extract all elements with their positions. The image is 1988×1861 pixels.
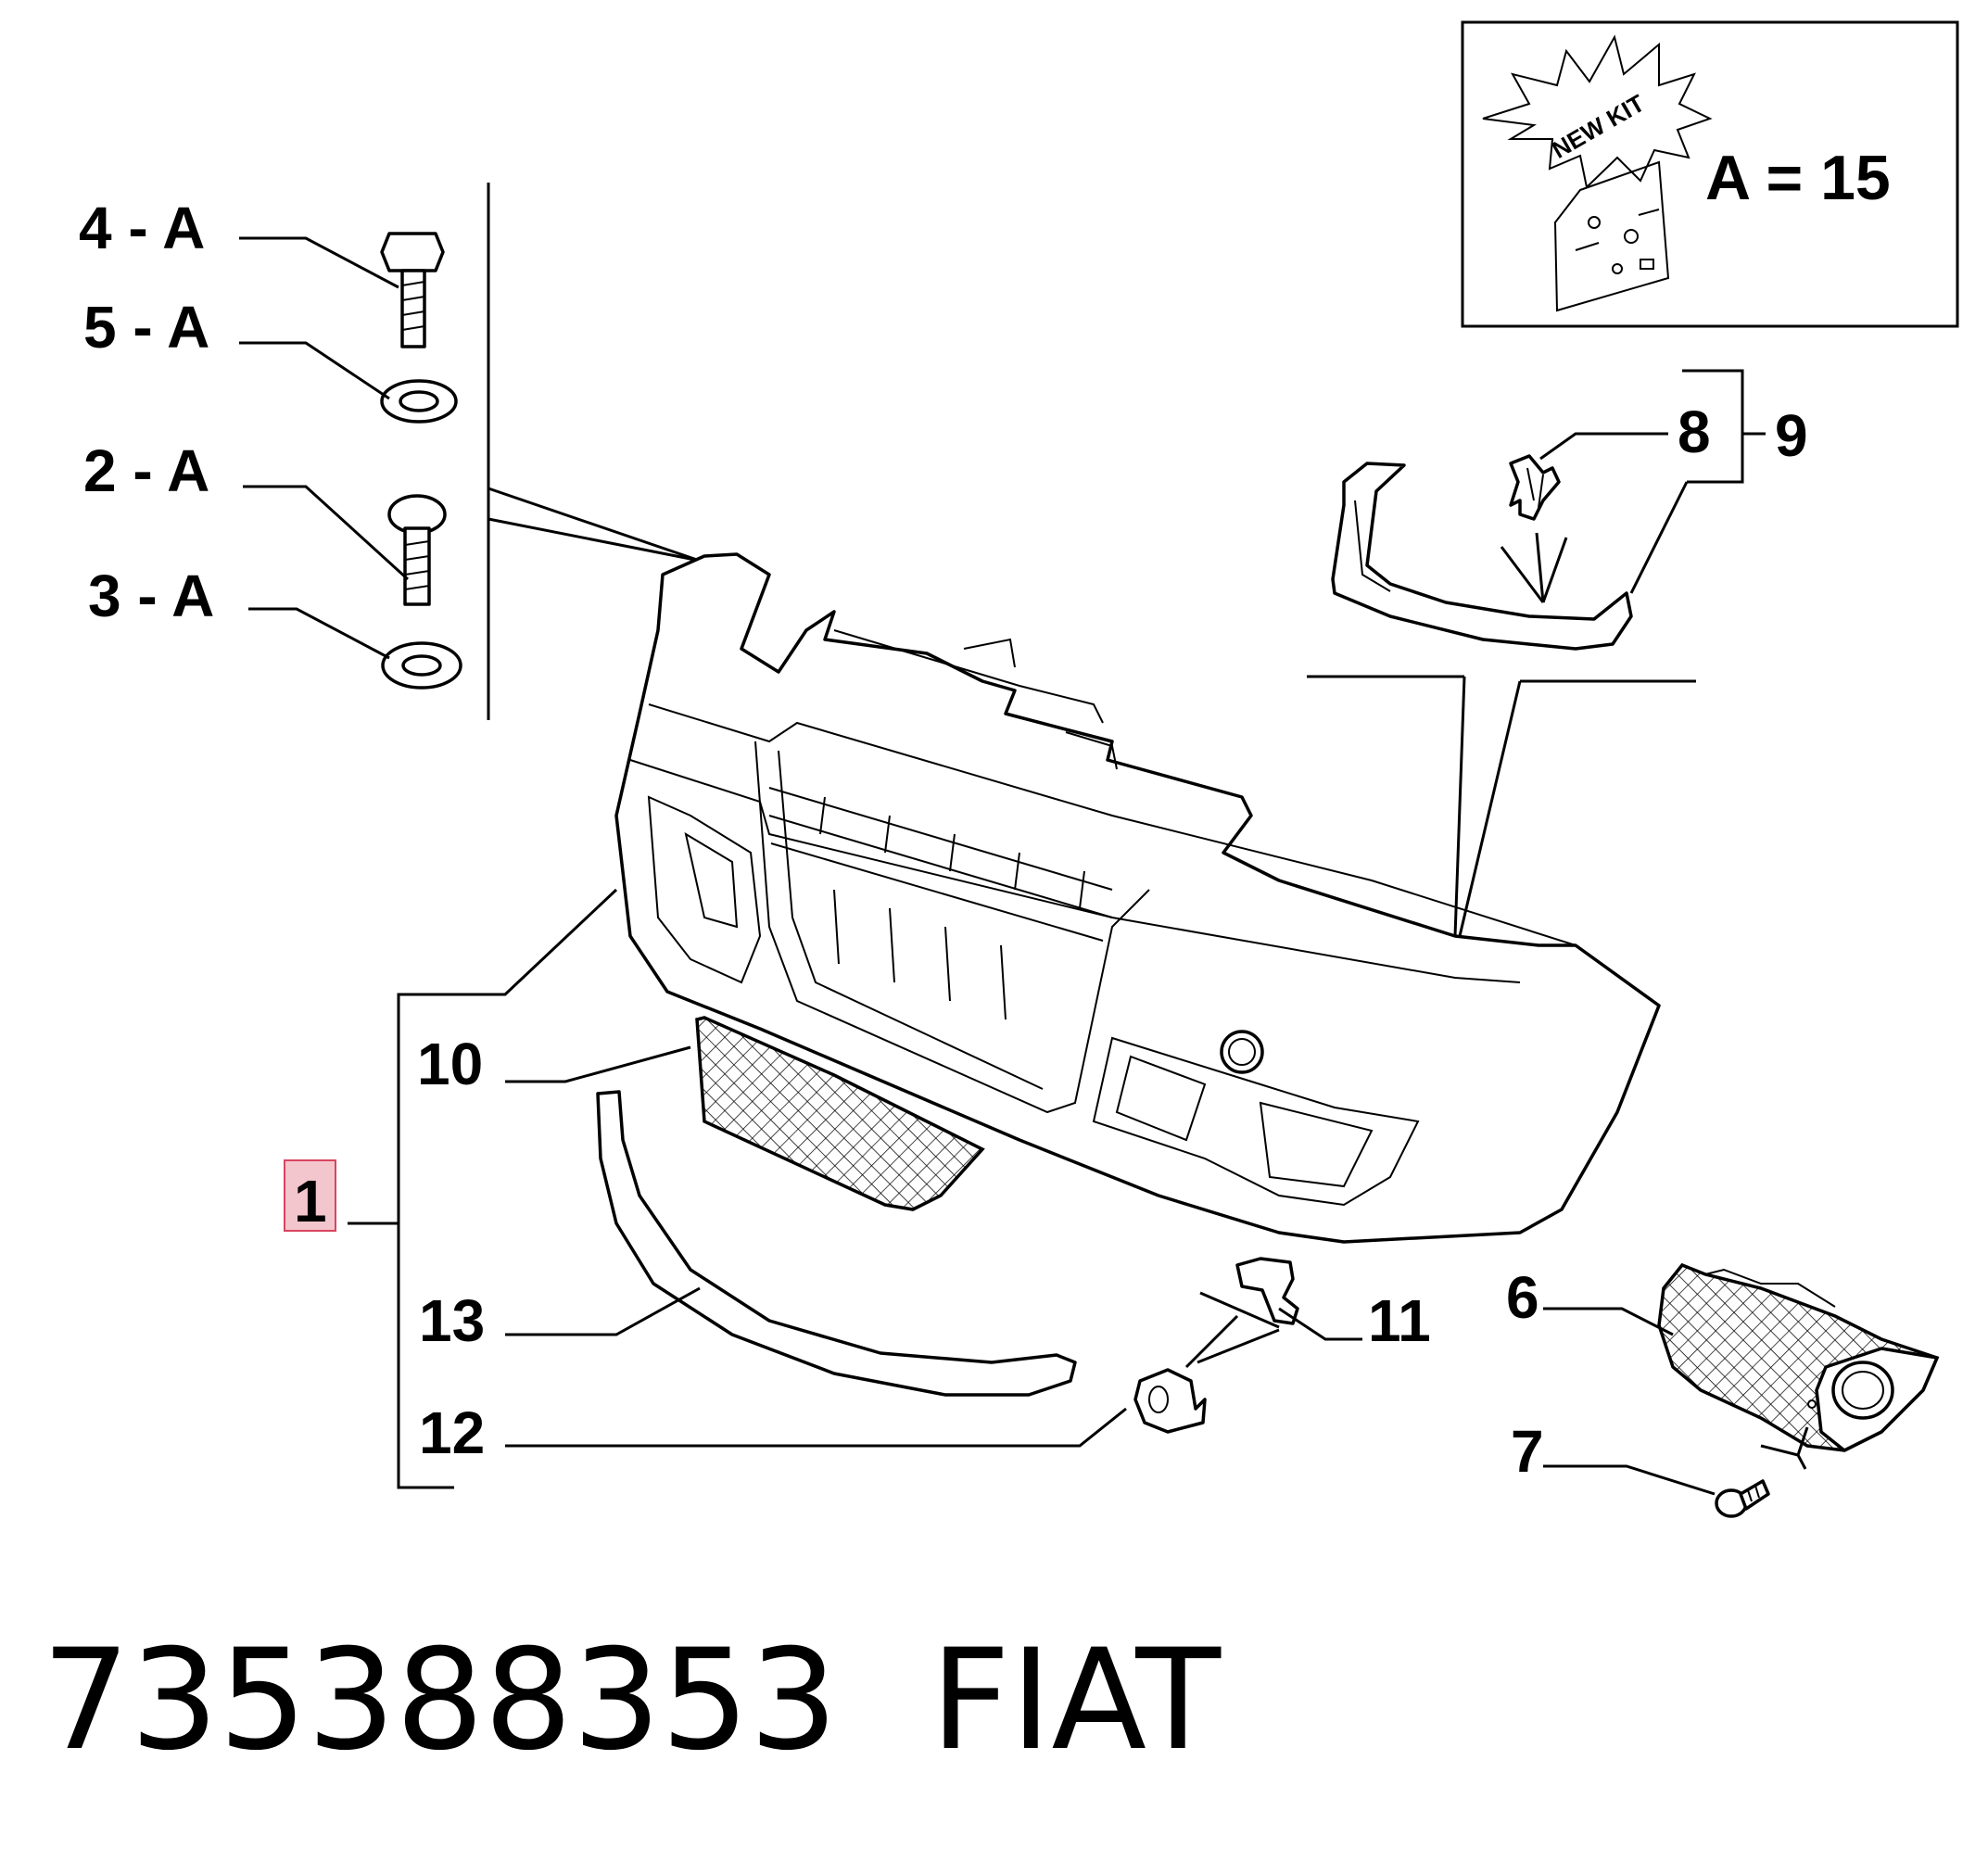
leader-6 [1543, 1307, 1674, 1336]
callout-13: 13 [419, 1287, 485, 1354]
leader-9-bracket [1682, 369, 1744, 484]
callout-11: 11 [1368, 1287, 1431, 1354]
kit-formula: A = 15 [1705, 143, 1891, 213]
callout-12: 12 [419, 1399, 485, 1466]
callout-7: 7 [1511, 1418, 1544, 1485]
leader-8 [1539, 432, 1668, 461]
leader-2 [243, 485, 410, 581]
callout-2-a: 2 - A [83, 437, 209, 504]
callout-5-a: 5 - A [83, 294, 209, 361]
kit-bag-icon [1553, 160, 1670, 312]
brand-name: FIAT [930, 1620, 1222, 1781]
leader-5 [239, 341, 390, 400]
callout-3-a: 3 - A [88, 563, 214, 629]
washer-3 [381, 641, 462, 690]
lower-mesh-grille-10 [695, 1016, 985, 1211]
tow-hook-cover-12 [1133, 1368, 1207, 1434]
leader-9 [1629, 481, 1689, 594]
fog-lamp-grille-6 [1657, 1262, 1940, 1452]
bracket-11 [1235, 1257, 1299, 1325]
callout-4-a: 4 - A [79, 195, 205, 261]
washer-5 [380, 379, 458, 424]
fastener-bolt-2 [387, 494, 447, 606]
leader-12 [505, 1407, 1127, 1448]
leader-11 [1278, 1307, 1362, 1341]
callout-9: 9 [1775, 402, 1808, 469]
screw-7 [1715, 1479, 1770, 1518]
leader-1-bracket [397, 888, 618, 1489]
callout-6: 6 [1506, 1264, 1539, 1331]
leader-4 [239, 236, 399, 289]
bumper-main-part-1 [614, 552, 1661, 1244]
leader-7 [1543, 1464, 1716, 1496]
callout-1-highlight [284, 1159, 336, 1232]
part-number: 735388353 [42, 1620, 838, 1781]
clip-8 [1509, 454, 1561, 521]
new-kit-starburst [1482, 34, 1713, 189]
leader-10 [505, 1045, 691, 1083]
leader-3 [248, 607, 390, 660]
callout-10: 10 [417, 1031, 483, 1097]
callout-8: 8 [1678, 399, 1711, 465]
leader-13 [505, 1286, 701, 1336]
new-kit-box: NEW KIT A = 15 [1461, 20, 1959, 328]
callout-1: 1 [294, 1168, 327, 1234]
lower-spoiler-13 [596, 1090, 1077, 1397]
fastener-bolt-4 [380, 232, 445, 348]
top-trim-strip-9 [1331, 462, 1633, 651]
